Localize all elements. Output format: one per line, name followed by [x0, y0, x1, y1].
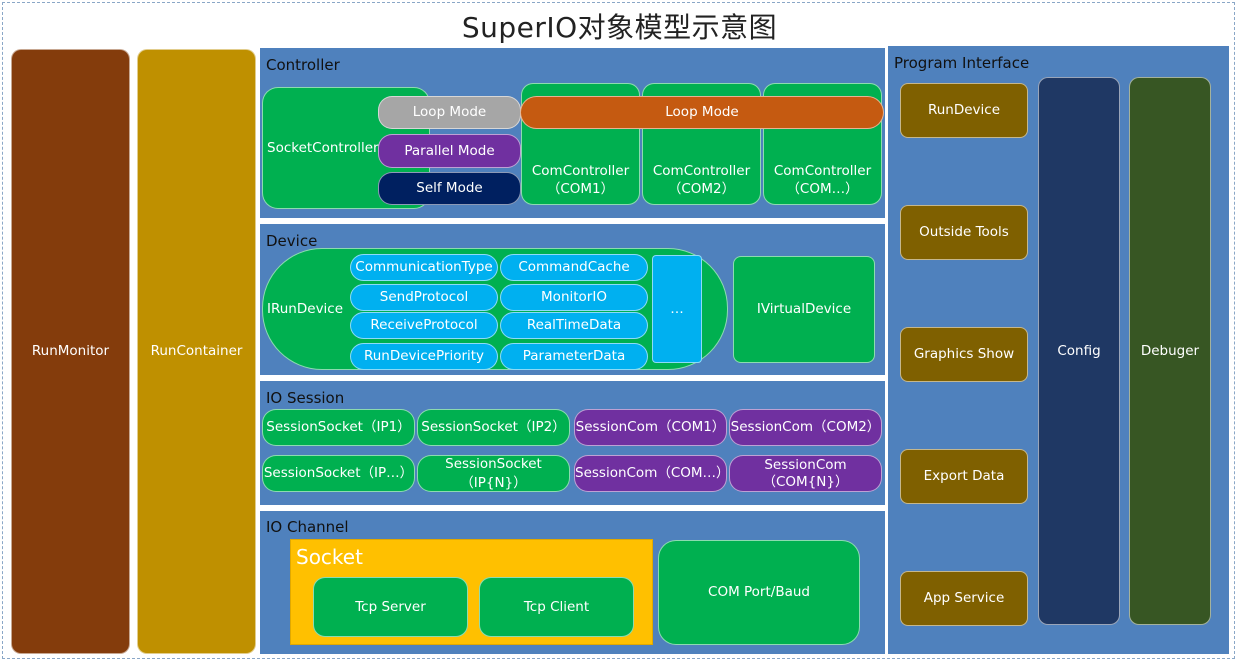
- com-controller-n-line1: ComController: [773, 162, 872, 179]
- socket-label: Socket: [296, 545, 363, 569]
- device-label: Device: [266, 232, 318, 250]
- monitor-io: MonitorIO: [500, 284, 648, 311]
- session-socket-ip-n: SessionSocket（IP{N}）: [417, 455, 570, 492]
- session-com-com-n: SessionCom （COM{N}）: [729, 455, 882, 492]
- tcp-server: Tcp Server: [313, 577, 468, 637]
- pi-graphics-show: Graphics Show: [900, 327, 1028, 382]
- com-controller-n-line2: （COM…）: [786, 180, 859, 197]
- session-com-com2: SessionCom（COM2）: [729, 409, 882, 446]
- session-socket-ip-etc: SessionSocket（IP…）: [262, 455, 415, 492]
- loop-mode-socket: Loop Mode: [378, 96, 521, 129]
- pi-export-data: Export Data: [900, 449, 1028, 504]
- com-controller-1-line2: （COM1）: [546, 180, 615, 197]
- loop-mode-com: Loop Mode: [520, 96, 884, 129]
- controller-label: Controller: [266, 56, 340, 74]
- self-mode: Self Mode: [378, 172, 521, 205]
- parallel-mode: Parallel Mode: [378, 134, 521, 168]
- receive-protocol: ReceiveProtocol: [350, 312, 498, 339]
- diagram-title: SuperIO对象模型示意图: [461, 11, 778, 44]
- send-protocol: SendProtocol: [350, 284, 498, 311]
- pi-outside-tools: Outside Tools: [900, 205, 1028, 260]
- com-controller-1-line1: ComController: [531, 162, 630, 179]
- device-ellipsis: …: [652, 255, 702, 363]
- pi-run-device: RunDevice: [900, 83, 1028, 138]
- com-controller-2-line1: ComController: [652, 162, 751, 179]
- tcp-client: Tcp Client: [479, 577, 634, 637]
- com-port-baud: COM Port/Baud: [658, 540, 860, 645]
- io-channel-label: IO Channel: [266, 518, 349, 536]
- com-controller-2-line2: （COM2）: [667, 180, 736, 197]
- ivirtual-device: IVirtualDevice: [733, 256, 875, 363]
- real-time-data: RealTimeData: [500, 312, 648, 339]
- program-interface-label: Program Interface: [894, 54, 1030, 72]
- io-session-label: IO Session: [266, 389, 345, 407]
- run-monitor-column: RunMonitor: [11, 49, 130, 654]
- session-socket-ip2: SessionSocket（IP2）: [417, 409, 570, 446]
- session-socket-ip1: SessionSocket（IP1）: [262, 409, 415, 446]
- pi-config: Config: [1038, 77, 1120, 625]
- command-cache: CommandCache: [500, 254, 648, 281]
- run-container-column: RunContainer: [137, 49, 256, 654]
- pi-debuger: Debuger: [1129, 77, 1211, 625]
- parameter-data: ParameterData: [500, 343, 648, 370]
- pi-app-service: App Service: [900, 571, 1028, 626]
- communication-type: CommunicationType: [350, 254, 498, 281]
- session-com-com1: SessionCom（COM1）: [574, 409, 727, 446]
- run-device-priority: RunDevicePriority: [350, 343, 498, 370]
- socket-controller-label: SocketController: [267, 139, 379, 156]
- session-com-com-etc: SessionCom（COM…）: [574, 455, 730, 492]
- irundevice-label: IRunDevice: [267, 300, 344, 317]
